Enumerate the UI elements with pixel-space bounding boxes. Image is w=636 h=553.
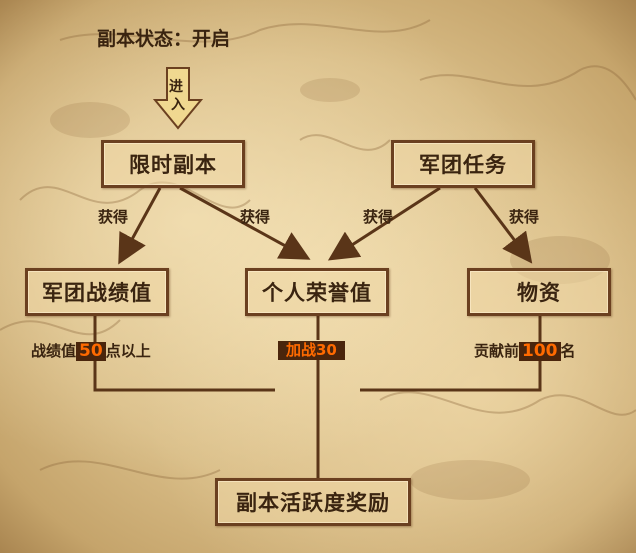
status-value: 开启 [192,28,231,50]
honor-condition-text: 加战30 [278,341,345,360]
dungeon-activity-reward-box[interactable]: 副本活跃度奖励 [215,478,411,526]
arrow-task-to-honor [327,186,441,261]
legion-task-box[interactable]: 军团任务 [391,140,535,188]
supplies-condition-number: 100 [519,342,561,361]
obtain-label-4: 获得 [509,208,540,226]
supplies-condition-prefix: 贡献前 [474,342,520,360]
score-condition-prefix: 战绩值 [31,342,77,360]
bracket-score [93,316,275,392]
obtain-label-1: 获得 [98,208,129,226]
honor-condition: 加战30 [278,341,345,360]
enter-arrow-icon[interactable] [153,66,203,130]
dungeon-status: 副本状态：开启 [97,24,230,51]
score-condition-suffix: 点以上 [105,342,151,360]
bracket-supplies [360,316,542,392]
enter-label-line2: 入 [171,97,185,113]
arrow-dungeon-to-honor [179,186,311,260]
enter-label-line1: 进 [169,79,183,95]
arrow-task-to-supplies [473,187,533,264]
arrow-dungeon-to-score [118,187,162,265]
supplies-condition-suffix: 名 [560,342,576,360]
score-condition-number: 50 [76,342,106,361]
legion-score-box[interactable]: 军团战绩值 [25,268,169,316]
dungeon-box[interactable]: 限时副本 [101,140,245,188]
obtain-label-3: 获得 [363,208,394,226]
obtain-label-2: 获得 [240,208,271,226]
status-label: 副本状态： [97,28,193,50]
honor-box[interactable]: 个人荣誉值 [245,268,389,316]
supplies-box[interactable]: 物资 [467,268,611,316]
